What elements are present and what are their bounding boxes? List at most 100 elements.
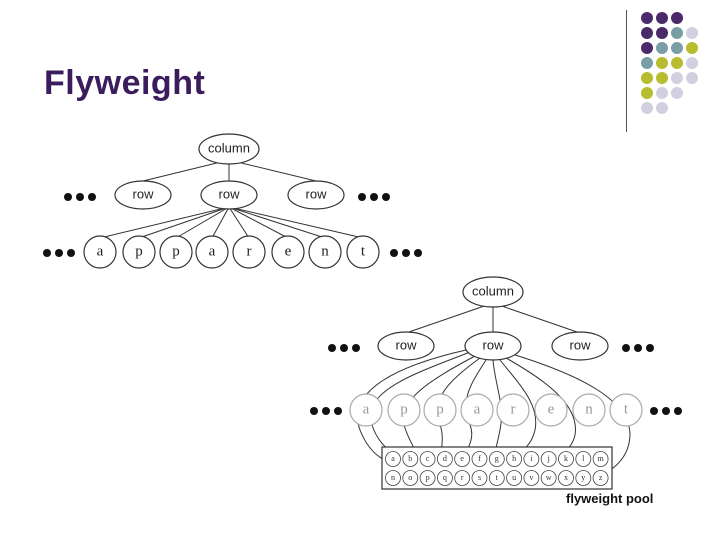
pool-letter: b <box>408 454 412 463</box>
pool-letter: z <box>599 473 603 482</box>
decorative-dot <box>686 42 698 54</box>
decorative-dot <box>656 57 668 69</box>
bottom-leaf-r: r <box>496 393 530 427</box>
svg-text:t: t <box>624 401 629 417</box>
top-row-label-2: row <box>219 186 241 201</box>
decorative-dot <box>686 57 698 69</box>
edge <box>492 302 581 334</box>
svg-text:r: r <box>511 401 516 417</box>
decorative-dot <box>656 42 668 54</box>
pool-cell <box>558 451 574 467</box>
pool-letter: y <box>581 473 585 482</box>
svg-text:a: a <box>474 401 481 417</box>
decorative-dot <box>671 87 683 99</box>
decorative-dot <box>671 42 683 54</box>
bottom-leaf-p: p <box>423 393 457 427</box>
edge <box>405 302 494 334</box>
pool-cell <box>506 451 522 467</box>
bottom-tree: column row row row a p p a r e n t <box>310 276 682 506</box>
decorative-dot <box>656 27 668 39</box>
bottom-column-node: column <box>462 276 524 308</box>
top-row-node: row <box>114 180 172 210</box>
svg-text:n: n <box>585 401 593 417</box>
bottom-row-label-1: row <box>396 337 418 352</box>
pool-cell <box>575 470 592 486</box>
bottom-row-node: row <box>551 331 609 361</box>
svg-text:e: e <box>285 243 292 259</box>
top-leaf-p: p <box>122 235 156 269</box>
pool-cell <box>402 451 419 467</box>
decorative-dot <box>641 42 653 54</box>
pool-cell <box>436 451 453 467</box>
pool-letter: r <box>461 473 464 482</box>
decorative-dot <box>641 57 653 69</box>
svg-text:a: a <box>363 401 370 417</box>
bottom-leaf-a: a <box>460 393 494 427</box>
decorative-dot <box>641 27 653 39</box>
decorative-dot <box>656 72 668 84</box>
pool-cell <box>575 451 592 467</box>
ellipsis-icon <box>650 407 682 415</box>
ellipsis-icon <box>622 344 654 352</box>
svg-text:p: p <box>172 243 180 259</box>
ellipsis-icon <box>43 249 75 257</box>
top-tree: column row row row a p p a r e n t <box>43 133 422 269</box>
decorative-dot <box>641 72 653 84</box>
bottom-row-node: row <box>464 331 522 361</box>
pool-letter: a <box>391 454 395 463</box>
pool-letter: t <box>496 473 499 482</box>
pool-cell <box>558 470 574 486</box>
top-leaf-edges <box>99 206 364 239</box>
decorative-dot <box>671 12 683 24</box>
pool-letter: i <box>530 454 533 463</box>
pool-letter: m <box>597 454 604 463</box>
decorative-dot <box>671 27 683 39</box>
svg-text:p: p <box>436 401 444 417</box>
edge <box>228 159 317 182</box>
decorative-dot <box>656 87 668 99</box>
top-row-node: row <box>200 180 258 210</box>
svg-text:r: r <box>247 243 252 259</box>
pool-letter: h <box>512 454 516 463</box>
pool-cell <box>592 451 609 467</box>
bottom-leaf-a: a <box>349 393 383 427</box>
ellipsis-icon <box>390 249 422 257</box>
top-leaf-e: e <box>271 235 305 269</box>
pool-letter: e <box>460 454 464 463</box>
pool-letter: v <box>529 473 533 482</box>
decorative-dot <box>686 27 698 39</box>
pool-letter: s <box>478 473 481 482</box>
bottom-column-label: column <box>472 283 514 298</box>
slide-title: Flyweight <box>44 64 206 102</box>
top-row-node: row <box>287 180 345 210</box>
pool-cell <box>436 470 453 486</box>
pool-letter: d <box>443 454 447 463</box>
ellipsis-icon <box>328 344 360 352</box>
bottom-leaves: a p p a r e n t <box>349 393 643 427</box>
decorative-dot <box>641 102 653 114</box>
top-leaf-t: t <box>346 235 380 269</box>
edge <box>142 159 230 182</box>
pool-letter: w <box>546 473 552 482</box>
pool-cell <box>402 470 419 486</box>
top-column-label: column <box>208 140 250 155</box>
decorative-dot <box>686 72 698 84</box>
pool-letter: o <box>408 473 412 482</box>
pool-letter: x <box>564 473 568 482</box>
pool-cell <box>385 451 401 467</box>
pool-cell <box>523 451 540 467</box>
decorative-dot <box>671 72 683 84</box>
pool-cell <box>454 470 471 486</box>
pool-cell <box>454 451 471 467</box>
bottom-row-label-2: row <box>483 337 505 352</box>
pool-cell <box>506 470 522 486</box>
bottom-leaf-n: n <box>572 393 606 427</box>
decorative-dot <box>656 102 668 114</box>
pool-letter: n <box>391 473 395 482</box>
bottom-leaf-p: p <box>387 393 421 427</box>
bottom-row-node: row <box>377 331 435 361</box>
pool-letter: q <box>443 473 447 482</box>
pool-letter: g <box>495 454 499 463</box>
top-row-label-1: row <box>133 186 155 201</box>
